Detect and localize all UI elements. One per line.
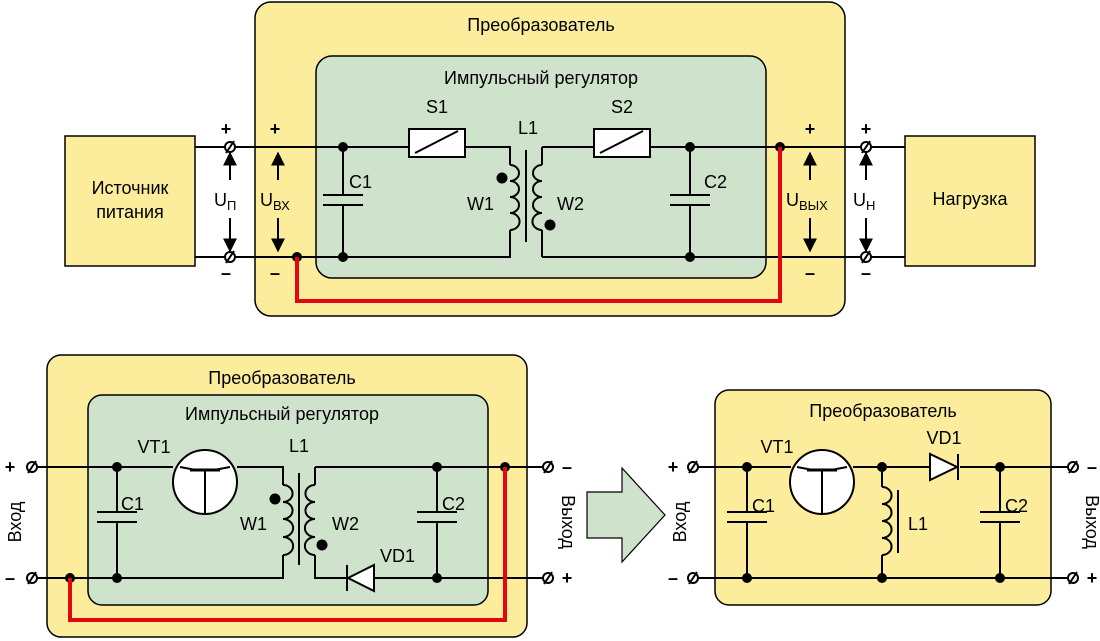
bl-plus-out: + bbox=[562, 568, 573, 588]
bl-vd1-label: VD1 bbox=[380, 546, 415, 566]
top-minus-in: – bbox=[270, 263, 280, 283]
br-output-label: Выход bbox=[1082, 495, 1100, 549]
br-minus-out: – bbox=[1087, 457, 1097, 477]
bl-w1-label: W1 bbox=[240, 514, 267, 534]
bl-c2-label: C2 bbox=[442, 494, 465, 514]
s2-label: S2 bbox=[611, 97, 633, 117]
bl-l1-label: L1 bbox=[289, 436, 309, 456]
bl-input-label: Вход bbox=[5, 501, 25, 542]
top-diagram: Преобразователь Импульсный регулятор Ист… bbox=[64, 1, 1036, 317]
load-block bbox=[904, 135, 1036, 267]
c1-label: C1 bbox=[349, 172, 372, 192]
bl-minus-in: – bbox=[5, 568, 15, 588]
bl-minus-out: – bbox=[562, 457, 572, 477]
bl-vt1-label: VT1 bbox=[137, 437, 170, 457]
c2-label: C2 bbox=[704, 172, 727, 192]
br-minus-in: – bbox=[668, 568, 678, 588]
br-converter-label: Преобразователь bbox=[809, 401, 956, 421]
top-plus-load: + bbox=[861, 119, 872, 139]
u-p-label: UП bbox=[214, 190, 236, 213]
top-minus-source: – bbox=[221, 263, 231, 283]
bl-regulator-label: Импульсный регулятор bbox=[185, 404, 379, 424]
br-c2-label: C2 bbox=[1005, 496, 1028, 516]
u-out-label: UВЫХ bbox=[786, 190, 828, 213]
bottom-left-diagram: Преобразователь Импульсный регулятор bbox=[5, 354, 578, 638]
s1-label: S1 bbox=[426, 97, 448, 117]
power-source-block bbox=[64, 135, 196, 267]
br-plus-in: + bbox=[668, 457, 679, 477]
top-plus-source: + bbox=[221, 119, 232, 139]
source-label-line1: Источник bbox=[92, 178, 169, 198]
u-h-label: UН bbox=[853, 190, 875, 213]
bottom-right-diagram: Преобразователь + – – + bbox=[668, 389, 1100, 606]
br-input-label: Вход bbox=[670, 501, 690, 542]
l1-label: L1 bbox=[518, 118, 538, 138]
br-c1-label: C1 bbox=[752, 496, 775, 516]
w2-label: W2 bbox=[557, 194, 584, 214]
load-label: Нагрузка bbox=[933, 189, 1009, 209]
top-minus-load: – bbox=[861, 263, 871, 283]
top-plus-out: + bbox=[805, 119, 816, 139]
br-l1-label: L1 bbox=[908, 514, 928, 534]
top-minus-out: – bbox=[805, 263, 815, 283]
br-vd1-label: VD1 bbox=[926, 428, 961, 448]
bl-w2-label: W2 bbox=[332, 514, 359, 534]
top-plus-in: + bbox=[270, 119, 281, 139]
transform-arrow bbox=[586, 466, 666, 564]
br-vt1-label: VT1 bbox=[760, 437, 793, 457]
bl-output-label: Выход bbox=[558, 495, 578, 549]
bl-c1-label: C1 bbox=[121, 494, 144, 514]
top-regulator-label: Импульсный регулятор bbox=[444, 68, 638, 88]
bl-plus-in: + bbox=[5, 457, 16, 477]
top-converter-label: Преобразователь bbox=[467, 15, 614, 35]
u-in-label: UВХ bbox=[260, 190, 290, 213]
bl-converter-label: Преобразователь bbox=[208, 368, 355, 388]
br-plus-out: + bbox=[1087, 568, 1098, 588]
br-converter-box bbox=[714, 389, 1052, 606]
source-label-line2: питания bbox=[96, 202, 164, 222]
top-regulator-box bbox=[315, 55, 767, 279]
w1-label: W1 bbox=[467, 194, 494, 214]
